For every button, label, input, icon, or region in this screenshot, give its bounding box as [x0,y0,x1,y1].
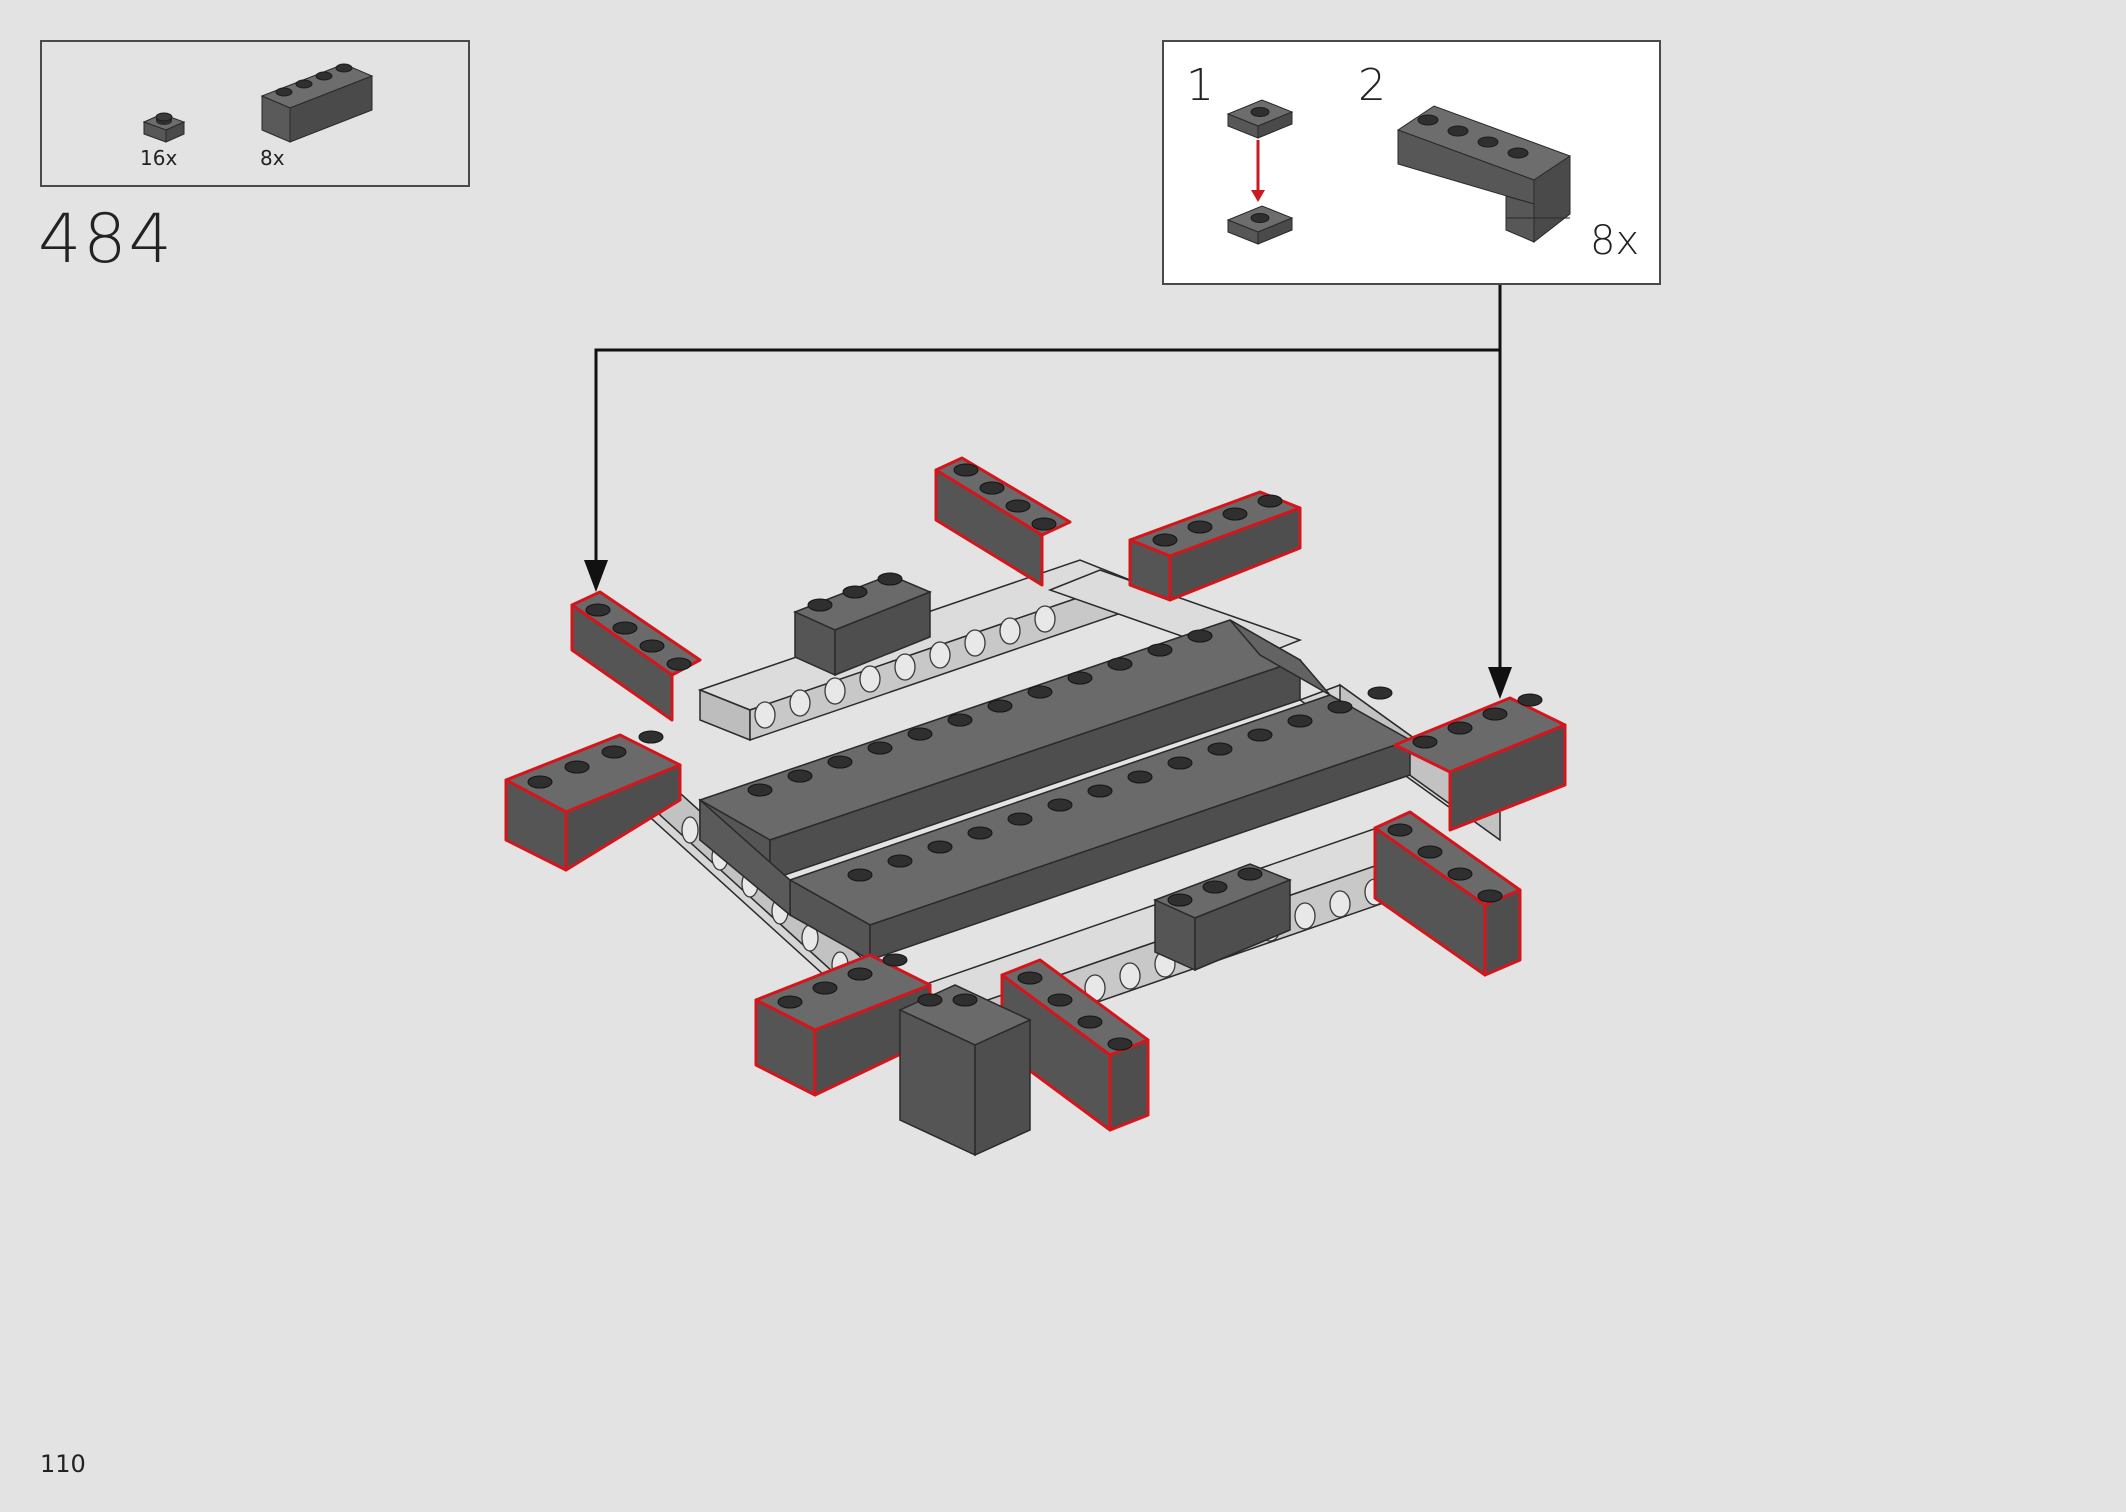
sub-step-1-number: 1 [1186,60,1214,111]
sub-assembly-callout: 1 2 8x [1162,40,1661,285]
brick-1x4-quantity: 8x [260,146,285,170]
sub-step-1-illustration [1226,99,1294,245]
page-number: 110 [40,1450,86,1478]
plate-1x1-quantity: 16x [140,146,178,170]
plate-1x1-image [142,112,186,143]
brick-1x4-image [260,63,374,143]
step-number: 484 [38,200,174,279]
callout-quantity: 8x [1590,218,1640,264]
sub-step-2-number: 2 [1358,60,1386,111]
parts-list-box: 16x 8x [40,40,470,187]
sub-step-2-illustration [1396,105,1572,244]
